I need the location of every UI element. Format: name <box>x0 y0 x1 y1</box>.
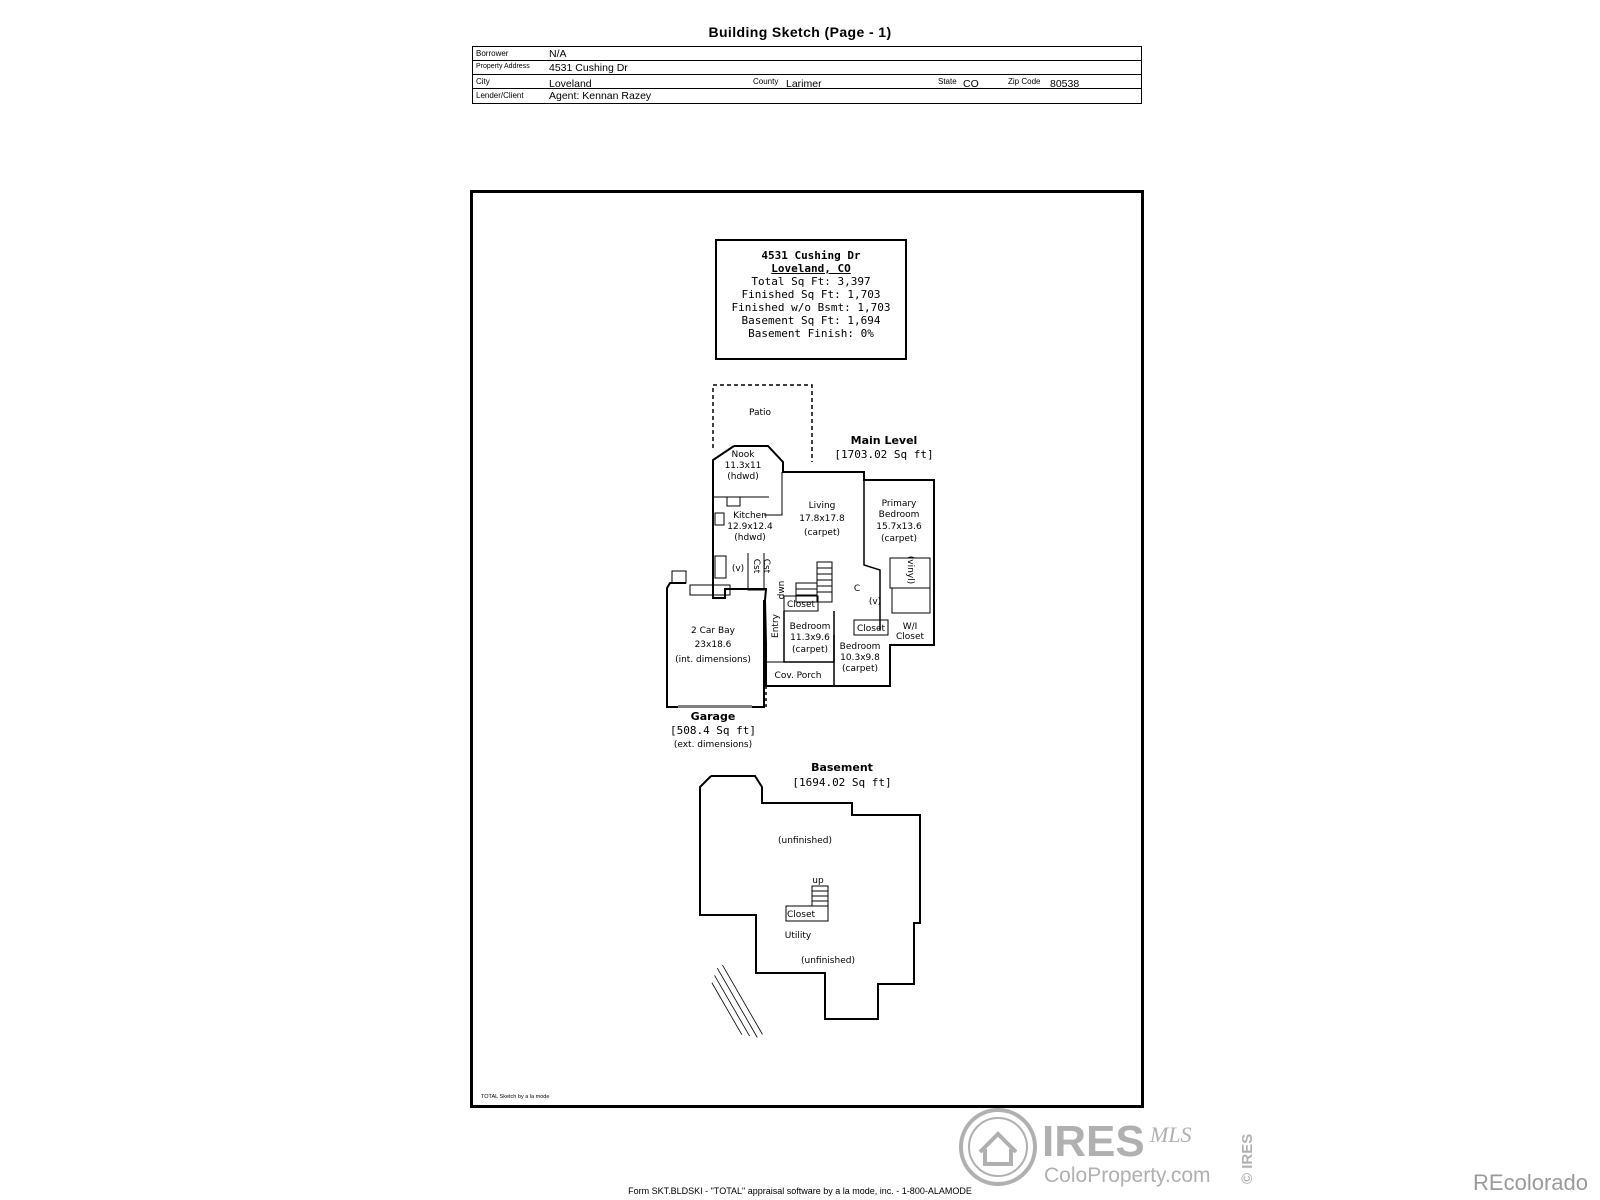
garage-area: [508.4 Sq ft] <box>670 724 756 737</box>
patio-label: Patio <box>749 408 772 418</box>
coloproperty-site: ColoProperty.com <box>1044 1164 1211 1187</box>
wi-closet-name: W/I <box>903 622 918 632</box>
primary-floor: (carpet) <box>881 534 917 544</box>
summary-finished: Finished Sq Ft: 1,703 <box>741 288 881 301</box>
basement-area: [1694.02 Sq ft] <box>792 776 891 789</box>
bedroom2-floor: (carpet) <box>842 664 878 674</box>
nook-floor: (hdwd) <box>727 472 759 482</box>
page-title: Building Sketch (Page - 1) <box>708 24 892 40</box>
closet-2-label: Closet <box>857 624 886 634</box>
closet-1-label: Closet <box>787 600 816 610</box>
bath-v-label: (v) <box>869 597 881 607</box>
basement-utility-label: Utility <box>785 931 812 941</box>
bedroom2-size: 10.3x9.8 <box>840 653 880 663</box>
kitchen-name: Kitchen <box>733 511 767 521</box>
zip-label: Zip Code <box>1008 77 1041 86</box>
summary-box: 4531 Cushing Dr Loveland, CO Total Sq Ft… <box>715 239 907 360</box>
kitchen-floor: (hdwd) <box>734 533 766 543</box>
closet-cst-2-label: Cst <box>761 559 771 574</box>
basement-unfinished-top: (unfinished) <box>778 836 832 846</box>
garage-bay-note: (int. dimensions) <box>675 655 751 665</box>
garage-note: (ext. dimensions) <box>674 740 752 750</box>
state-label: State <box>938 77 957 86</box>
closet-c-label: C <box>854 584 860 594</box>
basement-walls <box>699 775 921 1020</box>
basement-unfinished-bottom: (unfinished) <box>801 956 855 966</box>
lender-label: Lender/Client <box>476 91 524 100</box>
bedroom1-floor: (carpet) <box>792 645 828 655</box>
lender-value: Agent: Kennan Razey <box>549 90 652 102</box>
primary-name-2: Bedroom <box>879 510 920 520</box>
header-row-borrower: Borrower N/A <box>473 47 1141 61</box>
kitchen-v-label: (v) <box>732 564 744 574</box>
nook-name: Nook <box>732 450 756 460</box>
basement-title: Basement <box>811 761 873 774</box>
house-icon <box>978 1131 1018 1166</box>
garage-bay-size: 23x18.6 <box>695 640 732 650</box>
sketch-stamp <box>711 964 763 1038</box>
closet-cst-1-label: Cst <box>751 559 761 574</box>
ires-wordmark: IRES <box>1042 1117 1145 1166</box>
summary-total: Total Sq Ft: 3,397 <box>751 275 871 288</box>
borrower-value: N/A <box>549 48 567 60</box>
ires-copyright: © IRES <box>1239 1134 1256 1184</box>
zip-value: 80538 <box>1050 78 1080 90</box>
sketch-frame <box>470 190 1144 1108</box>
city-value: Loveland <box>549 78 592 90</box>
summary-address: 4531 Cushing Dr <box>761 249 861 262</box>
house-icon-ring <box>959 1108 1037 1186</box>
summary-basement-finish: Basement Finish: 0% <box>748 327 874 340</box>
cov-porch-label: Cov. Porch <box>775 671 822 681</box>
basement-up-label: up <box>812 876 824 886</box>
form-footer: Form SKT.BLDSKI - "TOTAL" appraisal soft… <box>628 1186 972 1196</box>
recolorado-watermark: REcolorado <box>1473 1170 1588 1195</box>
address-value: 4531 Cushing Dr <box>549 62 628 74</box>
summary-city: Loveland, CO <box>771 262 851 275</box>
living-floor: (carpet) <box>804 528 840 538</box>
main-level-area: [1703.02 Sq ft] <box>834 448 933 461</box>
living-name: Living <box>809 501 836 511</box>
wi-closet-name-2: Closet <box>896 632 925 642</box>
header-table: Borrower N/A Property Address 4531 Cushi… <box>472 46 1142 104</box>
stairs-down-label: dwn <box>777 581 787 600</box>
bedroom1-size: 11.3x9.6 <box>790 633 830 643</box>
address-label: Property Address <box>476 63 530 70</box>
garage-bay-name: 2 Car Bay <box>691 626 736 636</box>
state-value: CO <box>963 78 979 90</box>
bedroom1-name: Bedroom <box>790 622 831 632</box>
primary-size: 15.7x13.6 <box>876 522 922 532</box>
county-label: County <box>753 77 779 86</box>
main-level-title: Main Level <box>851 434 918 447</box>
basement-closet-label: Closet <box>787 910 816 920</box>
main-level-walls <box>712 384 935 687</box>
county-value: Larimer <box>786 78 822 90</box>
kitchen-size: 12.9x12.4 <box>727 522 773 532</box>
header-row-address: Property Address 4531 Cushing Dr <box>473 61 1141 75</box>
header-row-city: City Loveland County Larimer State CO Zi… <box>473 75 1141 90</box>
garage-walls <box>666 570 834 708</box>
living-size: 17.8x17.8 <box>799 514 845 524</box>
mls-wordmark: MLS <box>1149 1122 1192 1147</box>
ires-logo: IRES MLS ColoProperty.com © IRES <box>959 1108 1256 1187</box>
bath-vinyl-label: (vinyl) <box>905 556 915 584</box>
summary-finished-wo-bsmt: Finished w/o Bsmt: 1,703 <box>731 301 891 314</box>
entry-label: Entry <box>771 613 781 638</box>
city-label: City <box>476 77 490 86</box>
bedroom2-name: Bedroom <box>840 642 881 652</box>
sketch-credit: TOTAL Sketch by a la mode <box>481 1094 550 1100</box>
header-row-lender: Lender/Client Agent: Kennan Razey <box>473 89 1141 103</box>
borrower-label: Borrower <box>476 49 509 58</box>
primary-name: Primary <box>882 499 917 509</box>
garage-title: Garage <box>691 710 736 723</box>
summary-basement: Basement Sq Ft: 1,694 <box>741 314 881 327</box>
nook-size: 11.3x11 <box>725 461 762 471</box>
